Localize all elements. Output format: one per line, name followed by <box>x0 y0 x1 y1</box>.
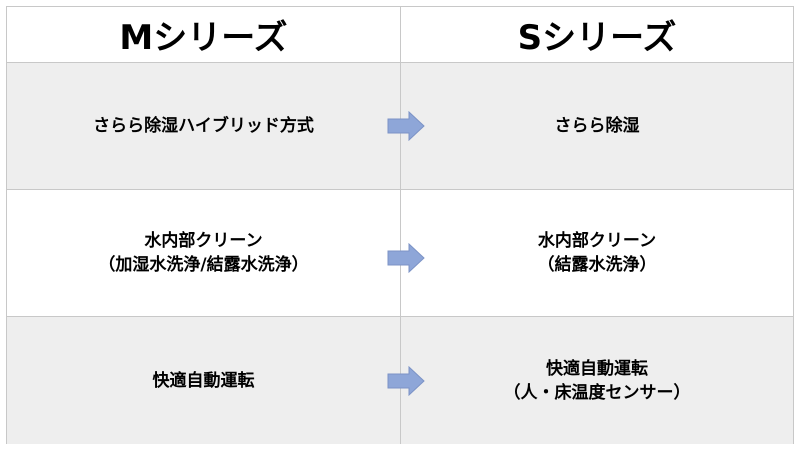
row-2-right-line-1: 水内部クリーン <box>537 231 657 251</box>
row-3-left: 快適自動運転 <box>7 317 401 444</box>
comparison-table: Mシリーズ Sシリーズ さらら除湿ハイブリッド方式 さらら除湿 水内部クリーン … <box>6 6 794 444</box>
row-2-right: 水内部クリーン （結露水洗浄） <box>401 190 793 317</box>
row-3-left-line-1: 快適自動運転 <box>152 370 255 391</box>
row-1-right: さらら除湿 <box>401 63 793 190</box>
arrow-right-icon <box>387 243 425 273</box>
row-2-left-line-1: 水内部クリーン <box>144 231 263 251</box>
arrow-right-icon <box>387 366 425 396</box>
header-m-series-label: Mシリーズ <box>119 18 288 58</box>
row-1-left: さらら除湿ハイブリッド方式 <box>7 63 401 190</box>
header-s-series-label: Sシリーズ <box>517 18 677 58</box>
header-s-series: Sシリーズ <box>401 7 793 63</box>
row-2-right-line-2: （結露水洗浄） <box>537 255 657 275</box>
row-3-right-line-1: 快適自動運転 <box>546 358 648 379</box>
row-3-right: 快適自動運転 （人・床温度センサー） <box>401 317 793 444</box>
header-m-series: Mシリーズ <box>7 7 401 63</box>
row-1-right-line-1: さらら除湿 <box>554 116 640 136</box>
row-3-right-line-2: （人・床温度センサー） <box>503 382 691 403</box>
row-2-left-line-2: （加湿水洗浄/結露水洗浄） <box>98 255 309 275</box>
row-2-left: 水内部クリーン （加湿水洗浄/結露水洗浄） <box>7 190 401 317</box>
row-1-left-line-1: さらら除湿ハイブリッド方式 <box>93 116 314 136</box>
arrow-right-icon <box>387 111 425 141</box>
